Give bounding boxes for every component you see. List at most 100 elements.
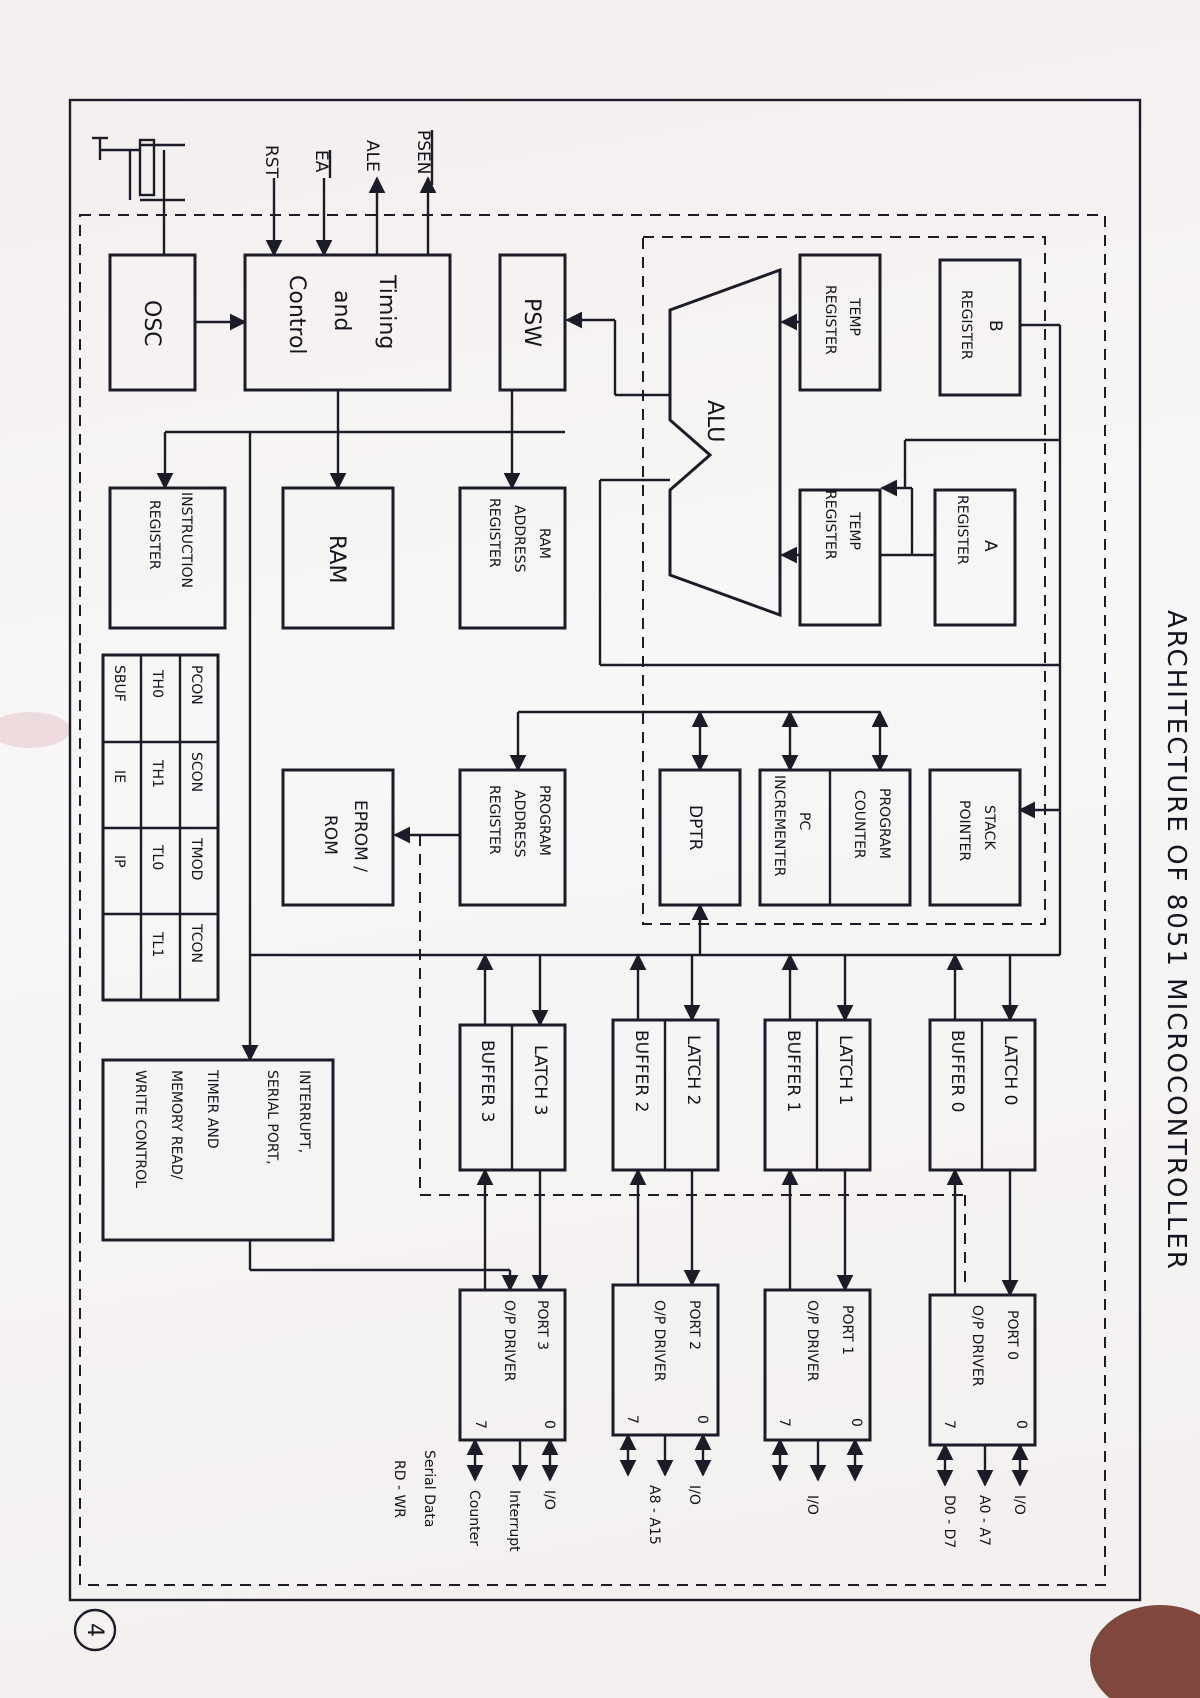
latch-label: LATCH 3 (530, 1045, 550, 1115)
port-1-group: LATCH 1 BUFFER 1 PORT 1 O/P DRIVER 0 7 I… (763, 953, 872, 1515)
timing-label: Control (284, 275, 309, 355)
instruction-register-label: REGISTER (146, 500, 162, 570)
ram-address-register (458, 486, 567, 630)
cpu-boundary (642, 236, 1046, 925)
port-label: PORT 0 (1004, 1310, 1020, 1360)
pin-label: 0 (1013, 1420, 1029, 1429)
program-counter-block (758, 768, 912, 907)
a-register-label: A (980, 540, 1000, 552)
port-3-function: Counter (466, 1490, 482, 1546)
temp-register-1 (798, 253, 882, 392)
temp-register-label: TEMP (846, 511, 862, 550)
program-address-label: PROGRAM (536, 785, 552, 856)
program-address-label: ADDRESS (511, 790, 527, 858)
instruction-register-label: INSTRUCTION (178, 492, 194, 588)
program-address-label: REGISTER (486, 785, 502, 855)
sfr-cell: IP (111, 855, 127, 868)
alu-block (668, 267, 782, 618)
program-counter-label: COUNTER (851, 790, 867, 859)
port-label: PORT 1 (839, 1305, 855, 1355)
buffer-label: BUFFER 0 (947, 1030, 967, 1112)
pin-label: 7 (776, 1418, 792, 1427)
sfr-cell: TCON (188, 923, 204, 963)
timing-control-block (243, 253, 452, 392)
ram-label: RAM (324, 535, 349, 583)
outer-frame (68, 98, 1142, 1602)
driver-label: O/P DRIVER (969, 1305, 985, 1387)
diagram-title: ARCHITECTURE OF 8051 MICROCONTROLLER (1161, 610, 1191, 1271)
temp-register-label: REGISTER (822, 285, 838, 355)
buffer-label: BUFFER 3 (477, 1040, 497, 1122)
a-register-label: REGISTER (954, 495, 970, 565)
interrupt-label: INTERRUPT, (296, 1070, 312, 1153)
temp-register-label: TEMP (846, 297, 862, 336)
buffer-label: BUFFER 1 (783, 1030, 803, 1112)
interrupt-label: MEMORY READ/ (168, 1070, 184, 1180)
io-label: I/O (804, 1495, 820, 1515)
port-0-group: LATCH 0 BUFFER 0 PORT 0 O/P DRIVER 0 7 I… (928, 953, 1037, 1548)
instruction-register (108, 486, 227, 630)
latch-label: LATCH 2 (683, 1035, 703, 1105)
sfr-cell: TH1 (149, 759, 165, 788)
page-number: 4 (82, 1623, 107, 1637)
crystal-icon (92, 136, 185, 255)
driver-label: O/P DRIVER (651, 1300, 667, 1382)
sfr-cell: TL1 (149, 931, 165, 957)
eprom-rom-block (281, 768, 395, 907)
program-counter-label: PROGRAM (876, 788, 892, 859)
pc-incrementer-label: INCREMENTER (771, 775, 787, 877)
ram-block (281, 486, 395, 630)
interrupt-serial-timer-block (101, 1058, 335, 1242)
chip-boundary (79, 214, 1106, 1586)
temp-register-label: REGISTER (822, 490, 838, 560)
sfr-cell: SCON (188, 752, 204, 792)
dptr-label: DPTR (685, 805, 705, 851)
b-register-label: B (985, 320, 1005, 332)
pin-label: 0 (541, 1420, 557, 1429)
pin-label: 7 (941, 1420, 957, 1429)
sfr-table: PCON SCON TMOD TCON TH0 TH1 TL0 TL1 SBUF… (101, 653, 220, 1002)
ea-label: EA (311, 150, 331, 173)
io-label: I/O (1011, 1495, 1027, 1515)
ale-label: ALE (362, 140, 382, 172)
b-register-label: REGISTER (958, 290, 974, 360)
alu-wiring (565, 311, 1062, 920)
control-signals: PSEN ALE EA RST (261, 130, 437, 257)
port-3-function: Interrupt (506, 1490, 522, 1552)
eprom-label: EPROM / (350, 800, 370, 872)
pin-label: 0 (694, 1415, 710, 1424)
psen-label: PSEN (413, 130, 433, 175)
a-register (933, 488, 1017, 627)
sfr-cell: SBUF (111, 665, 127, 702)
port-3-group: LATCH 3 BUFFER 3 PORT 3 O/P DRIVER 0 7 I… (391, 953, 567, 1552)
internal-bus (156, 390, 1062, 1062)
temp-register-2 (798, 488, 882, 627)
interrupt-label: TIMER AND (204, 1069, 220, 1149)
paper-stain (1090, 1605, 1200, 1698)
port-0-function: D0 - D7 (941, 1495, 957, 1548)
sfr-cell: PCON (188, 665, 204, 705)
osc-label: OSC (139, 300, 164, 347)
ram-address-label: RAM (536, 528, 552, 559)
pin-label: 7 (472, 1420, 488, 1429)
timing-label: and (329, 290, 354, 331)
driver-label: O/P DRIVER (501, 1300, 517, 1382)
pc-incrementer-label: PC (796, 812, 812, 830)
address-bus (509, 710, 1060, 955)
pin-label: 0 (848, 1418, 864, 1427)
port-3-driver (458, 1288, 567, 1442)
pin-label: 7 (624, 1415, 640, 1424)
driver-label: O/P DRIVER (804, 1300, 820, 1382)
stack-pointer-label: STACK (981, 805, 997, 850)
serial-data-label: Serial Data (421, 1450, 437, 1528)
rd-wr-label: RD - WR (391, 1460, 407, 1518)
b-register (938, 258, 1022, 397)
sfr-cell: TL0 (149, 844, 165, 870)
sfr-cell: TMOD (188, 837, 204, 880)
rst-label: RST (261, 145, 281, 179)
timing-label: Timing (374, 274, 399, 349)
buffer-label: BUFFER 2 (631, 1030, 651, 1112)
interrupt-label: WRITE CONTROL (132, 1070, 148, 1188)
stack-pointer-label: POINTER (956, 800, 972, 861)
